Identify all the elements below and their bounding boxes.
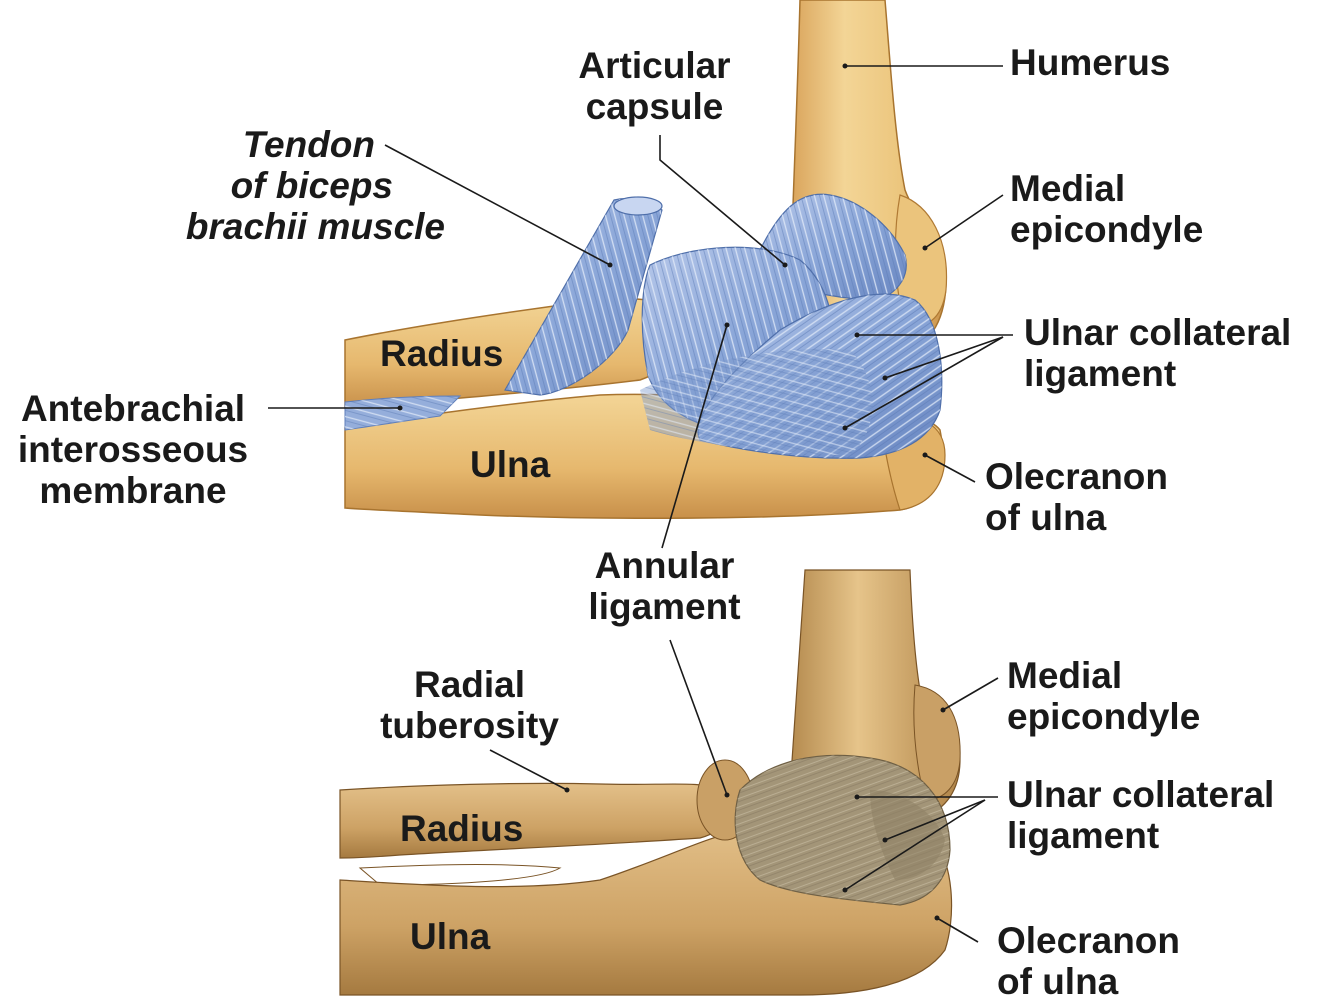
label-radius-top: Radius [380, 333, 504, 374]
label-ucl-bottom: Ulnar collateral ligament [1007, 774, 1275, 856]
leader-medial-epicondyle-top [924, 194, 1004, 249]
specimen-epicondyle [913, 684, 961, 801]
leader-ucl-bottom-3 [844, 799, 986, 891]
label-olecranon-top: Olecranon of ulna [985, 456, 1168, 538]
leader-articular-capsule [659, 135, 786, 266]
label-radius-bottom: Radius [400, 808, 524, 849]
label-humerus: Humerus [1010, 42, 1171, 83]
leader-olecranon-bottom [936, 917, 979, 943]
bottom-specimen [339, 569, 961, 996]
label-radial-tuberosity: Radial tuberosity [380, 664, 559, 746]
leader-ucl-top-3 [844, 336, 1004, 429]
label-olecranon-bottom: Olecranon of ulna [997, 920, 1180, 999]
leader-biceps-tendon [384, 144, 611, 266]
label-medial-epicondyle-bottom: Medial epicondyle [1007, 655, 1201, 737]
biceps-tendon-cut-end [613, 196, 663, 216]
label-tendon-biceps: Tendon of biceps brachii muscle [185, 124, 445, 247]
leader-annular-bottom [669, 639, 728, 796]
label-articular-capsule: Articular capsule [578, 45, 731, 127]
label-medial-epicondyle-top: Medial epicondyle [1010, 168, 1204, 250]
leader-annular-top [661, 324, 728, 549]
leader-radial-tuberosity [489, 749, 568, 791]
leader-ucl-bottom-2 [884, 799, 986, 841]
label-annular-ligament: Annular ligament [588, 545, 741, 627]
leader-medial-epicondyle-bottom [942, 677, 999, 711]
label-antebrachial-membrane: Antebrachial interosseous membrane [17, 388, 249, 511]
leader-lines [268, 63, 1013, 943]
label-ulna-bottom: Ulna [410, 916, 491, 957]
top-illustration [344, 0, 948, 520]
leader-olecranon-top [924, 454, 976, 483]
specimen-radius [339, 782, 733, 859]
label-ulna-top: Ulna [470, 444, 551, 485]
label-ucl-top: Ulnar collateral ligament [1024, 312, 1292, 394]
leader-ucl-top-2 [884, 336, 1004, 379]
